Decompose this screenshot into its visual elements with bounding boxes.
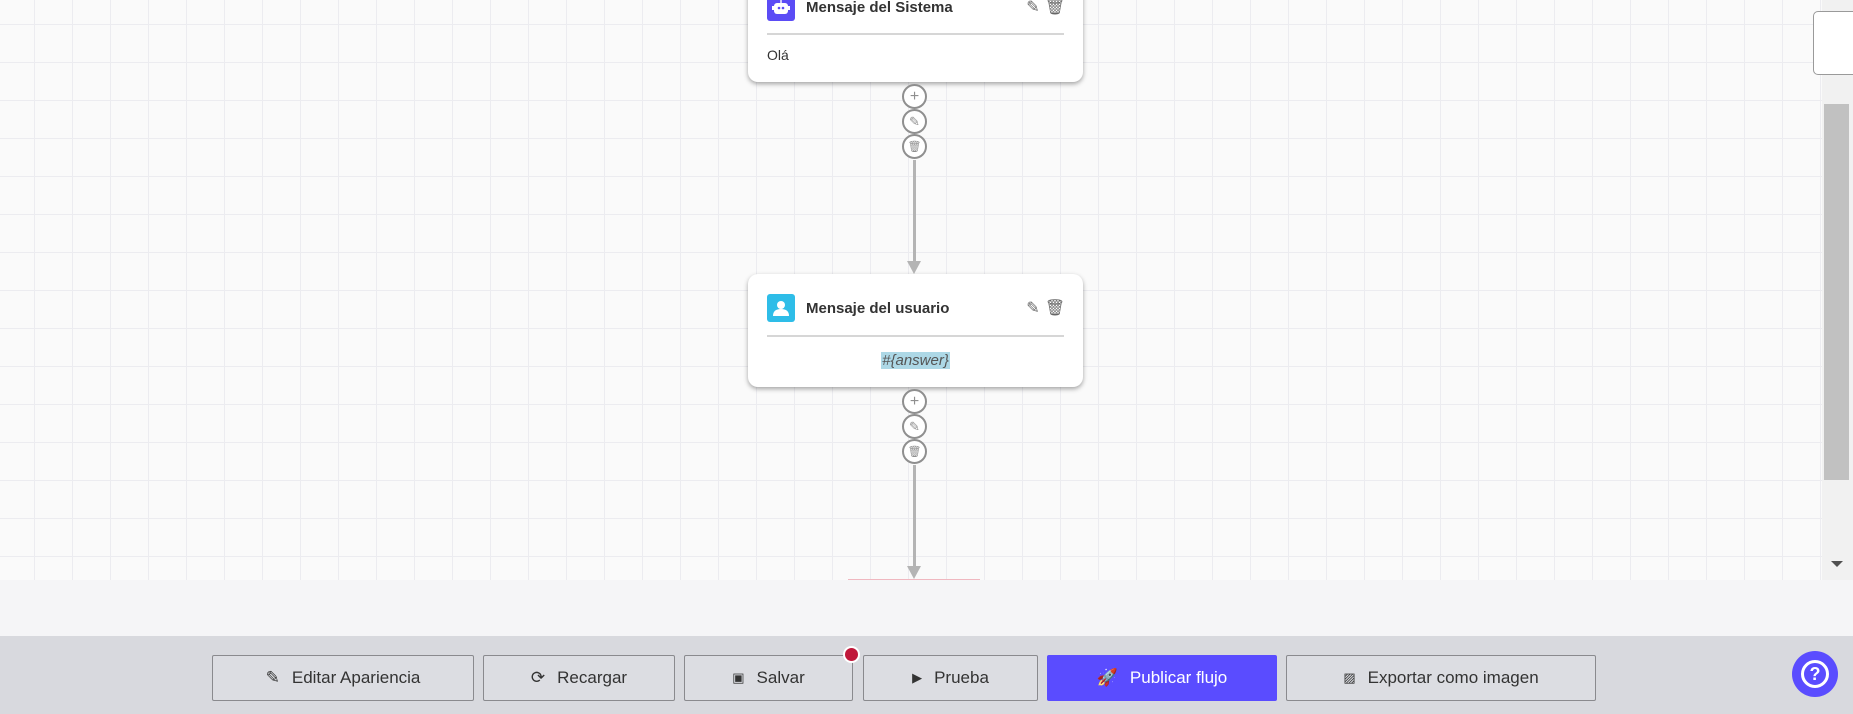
button-label: Exportar como imagen bbox=[1367, 668, 1539, 687]
edit-appearance-button[interactable]: ✎ Editar Apariencia bbox=[212, 655, 474, 701]
connector-line bbox=[913, 160, 916, 262]
next-node-edge bbox=[848, 579, 980, 580]
connector-arrow bbox=[907, 261, 921, 274]
robot-icon bbox=[767, 0, 795, 21]
node-card-user-message[interactable]: Mensaje del usuario ✎ 🗑 #{answer} bbox=[748, 274, 1083, 387]
connector-arrow bbox=[907, 566, 921, 579]
export-image-button[interactable]: ▨ Exportar como imagen bbox=[1286, 655, 1596, 701]
button-label: Recargar bbox=[557, 668, 628, 687]
button-label: Prueba bbox=[934, 668, 989, 687]
button-label: Publicar flujo bbox=[1129, 668, 1228, 687]
node-title: Mensaje del usuario bbox=[806, 299, 950, 317]
image-icon: ▨ bbox=[1343, 670, 1356, 685]
trash-icon[interactable]: 🗑 bbox=[1044, 300, 1066, 317]
bottom-toolbar: ✎ Editar Apariencia ⟳ Recargar ▣ Salvar ▶ Pr… bbox=[0, 636, 1853, 714]
add-node-button[interactable]: + bbox=[902, 389, 927, 414]
node-title: Mensaje del Sistema bbox=[806, 0, 953, 16]
flow-canvas[interactable]: Mensaje del Sistema ✎ 🗑 Olá + ✎ 🗑 Mensaj… bbox=[0, 0, 1822, 580]
pencil-icon[interactable]: ✎ bbox=[1026, 300, 1040, 317]
node-card-system-message[interactable]: Mensaje del Sistema ✎ 🗑 Olá bbox=[748, 0, 1083, 82]
test-button[interactable]: ▶ Prueba bbox=[863, 655, 1038, 701]
play-icon: ▶ bbox=[912, 670, 923, 685]
scrollbar-thumb[interactable] bbox=[1824, 104, 1849, 480]
question-icon: ? bbox=[1801, 660, 1829, 688]
delete-connection-button[interactable]: 🗑 bbox=[902, 134, 927, 159]
minimap-panel[interactable] bbox=[1813, 11, 1853, 75]
user-icon bbox=[767, 294, 795, 322]
connector-line bbox=[913, 465, 916, 567]
button-label: Salvar bbox=[756, 668, 805, 687]
divider bbox=[767, 33, 1064, 35]
divider bbox=[767, 335, 1064, 337]
publish-flow-button[interactable]: 🚀 Publicar flujo bbox=[1047, 655, 1277, 701]
edit-connection-button[interactable]: ✎ bbox=[902, 109, 927, 134]
scroll-down-arrow[interactable] bbox=[1831, 561, 1843, 567]
reload-button[interactable]: ⟳ Recargar bbox=[483, 655, 675, 701]
vertical-scrollbar[interactable] bbox=[1822, 0, 1853, 580]
button-label: Editar Apariencia bbox=[291, 668, 421, 687]
edit-icon: ✎ bbox=[265, 668, 280, 687]
node-body: Olá bbox=[767, 47, 789, 63]
help-button[interactable]: ? bbox=[1792, 651, 1838, 697]
variable-answer: #{answer} bbox=[881, 352, 950, 369]
save-icon: ▣ bbox=[732, 670, 745, 685]
add-node-button[interactable]: + bbox=[902, 84, 927, 109]
delete-connection-button[interactable]: 🗑 bbox=[902, 439, 927, 464]
edit-connection-button[interactable]: ✎ bbox=[902, 414, 927, 439]
pencil-icon[interactable]: ✎ bbox=[1026, 0, 1040, 16]
unsaved-changes-dot bbox=[843, 646, 860, 663]
save-button[interactable]: ▣ Salvar bbox=[684, 655, 853, 701]
rocket-icon: 🚀 bbox=[1096, 668, 1118, 687]
trash-icon[interactable]: 🗑 bbox=[1044, 0, 1066, 16]
refresh-icon: ⟳ bbox=[530, 668, 546, 687]
